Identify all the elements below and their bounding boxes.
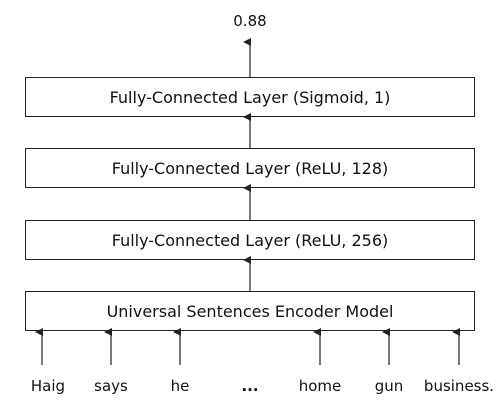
encoder-model-box: Universal Sentences Encoder Model xyxy=(25,291,475,331)
fc-relu-256-layer-label: Fully-Connected Layer (ReLU, 256) xyxy=(111,230,389,250)
input-token-gun: gun xyxy=(374,377,404,395)
input-token-says: says xyxy=(94,377,128,395)
input-token-ellipsis: ... xyxy=(241,377,259,395)
input-token-he: he xyxy=(170,377,190,395)
fc-relu-128-layer-box: Fully-Connected Layer (ReLU, 128) xyxy=(25,148,475,188)
fc-sigmoid-layer-box: Fully-Connected Layer (Sigmoid, 1) xyxy=(25,77,475,117)
encoder-model-label: Universal Sentences Encoder Model xyxy=(106,301,394,321)
fc-relu-256-layer-box: Fully-Connected Layer (ReLU, 256) xyxy=(25,220,475,260)
input-token-haig: Haig xyxy=(30,377,66,395)
input-token-home: home xyxy=(298,377,342,395)
output-score: 0.88 xyxy=(233,12,267,30)
fc-relu-128-layer-label: Fully-Connected Layer (ReLU, 128) xyxy=(111,158,389,178)
input-token-business: business. xyxy=(423,377,495,395)
fc-sigmoid-layer-label: Fully-Connected Layer (Sigmoid, 1) xyxy=(109,87,391,107)
